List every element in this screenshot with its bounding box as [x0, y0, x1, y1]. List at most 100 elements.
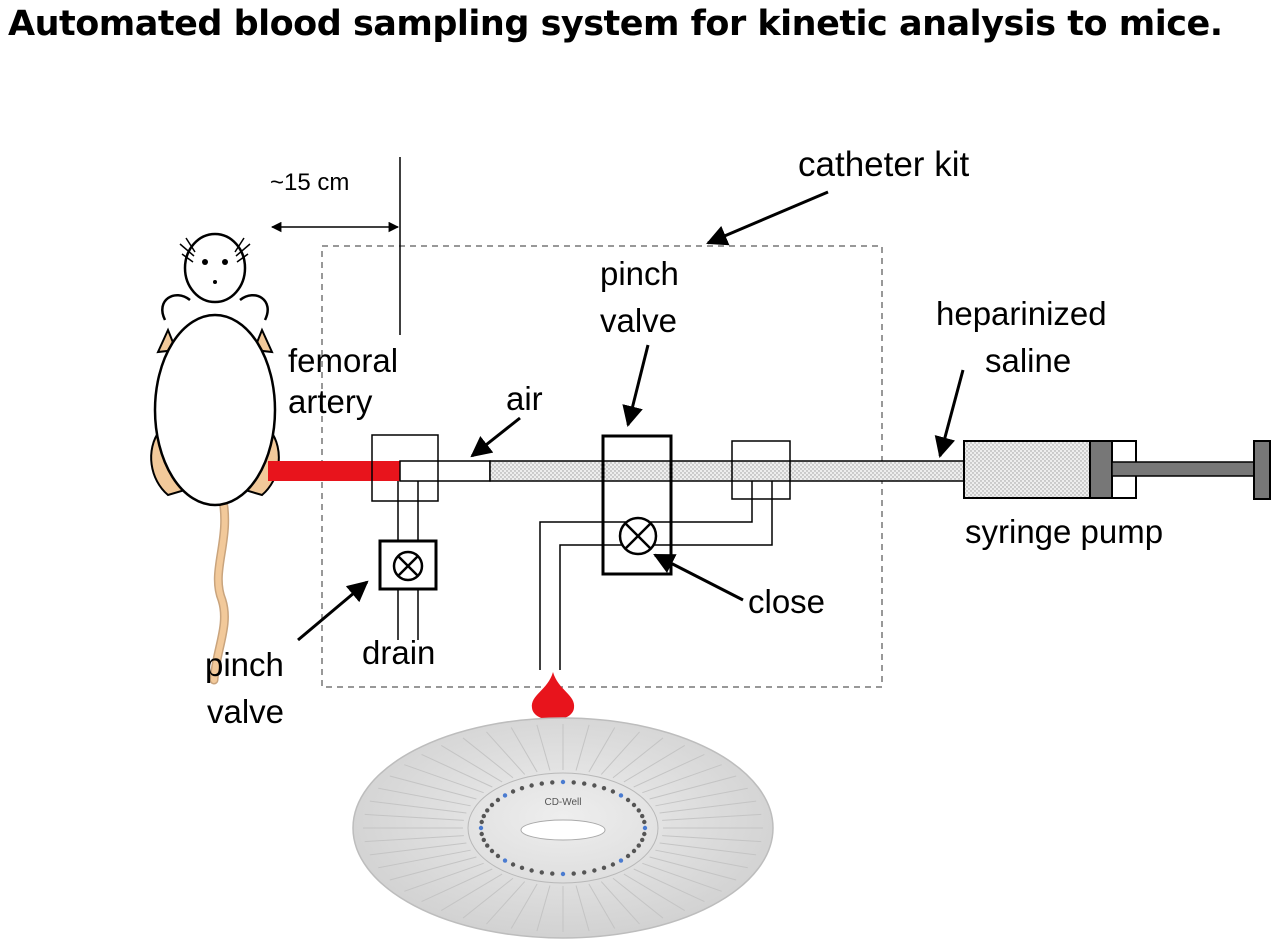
disk-spoke	[588, 727, 616, 773]
disk-spoke	[612, 877, 664, 919]
disk-well	[571, 871, 576, 876]
center-pinch-valve	[601, 434, 673, 576]
disk-well	[582, 870, 587, 875]
disk-spoke	[649, 856, 737, 881]
disk-well	[495, 797, 501, 803]
disk-well	[610, 789, 616, 794]
disk-spoke	[633, 868, 705, 902]
disk-well	[571, 780, 576, 785]
disk-spoke	[369, 800, 467, 814]
disk-well	[485, 808, 490, 813]
disk-well	[529, 868, 534, 873]
disk-spoke	[612, 737, 664, 779]
disk-spoke	[655, 787, 748, 807]
disk-well	[478, 825, 484, 831]
disk-well	[625, 797, 631, 803]
drain-pinch-valve	[378, 539, 438, 591]
disk-spoke	[364, 813, 464, 821]
disk-well	[502, 793, 508, 798]
disk-spoke	[378, 849, 471, 869]
air-label: air	[506, 380, 543, 417]
disk-well	[510, 789, 516, 794]
disk-well	[539, 781, 544, 786]
syringe-pump-label: syringe pump	[965, 513, 1163, 550]
disk-well	[485, 843, 490, 848]
page-title: Automated blood sampling system for kine…	[8, 4, 1223, 44]
catheter-kit-label: catheter kit	[798, 145, 969, 184]
disk-spoke	[575, 885, 590, 932]
disk-well	[519, 865, 525, 871]
disk-spoke	[421, 754, 493, 788]
disk-well	[601, 785, 607, 791]
disk-spoke	[662, 835, 762, 843]
disk-well	[592, 783, 597, 788]
disk-well	[550, 780, 555, 785]
disk-well	[550, 871, 555, 876]
disk-well	[631, 848, 637, 854]
disk-well	[489, 848, 495, 854]
disk-spoke	[600, 881, 640, 925]
disk-well	[631, 802, 637, 808]
disk-spoke	[389, 775, 477, 800]
disk-spoke	[600, 731, 640, 775]
disk-spoke	[462, 877, 514, 919]
disk-wells	[363, 724, 763, 932]
drain-connector	[371, 434, 439, 502]
disk-spoke	[378, 787, 471, 807]
disk-spoke	[510, 727, 538, 773]
annotation-arrows	[297, 190, 965, 642]
syringe-pump	[963, 440, 1271, 500]
heparinized-label-1: heparinized	[936, 295, 1107, 332]
disk-well	[502, 858, 508, 863]
disk-well	[495, 853, 501, 859]
disk-spoke	[510, 883, 538, 929]
disk-spoke	[575, 724, 590, 771]
disk-well	[636, 843, 641, 848]
disk-spoke	[655, 849, 748, 869]
disk-spoke	[633, 754, 705, 788]
distance-marker: ~15 cm	[270, 157, 401, 335]
disk-well	[481, 813, 486, 819]
disk-spoke	[642, 764, 722, 794]
disk-brand-label: CD-Well	[544, 797, 581, 808]
disk-well	[618, 793, 624, 798]
disk-spoke	[486, 881, 526, 925]
disk-spoke	[486, 731, 526, 775]
disk-spoke	[623, 745, 686, 783]
disk-well	[560, 871, 566, 877]
disk-well	[489, 802, 495, 808]
disk-spoke	[462, 737, 514, 779]
catheter-kit-box	[321, 245, 883, 688]
distance-label: ~15 cm	[270, 169, 349, 196]
pinch-valve-bottom-label-2: valve	[207, 693, 284, 730]
disk-well	[529, 783, 534, 788]
blood-drop	[531, 672, 575, 720]
disk-spoke	[421, 868, 493, 902]
disk-well	[539, 870, 544, 875]
disk-well	[610, 862, 616, 867]
disk-spoke	[659, 842, 757, 856]
disk-spoke	[649, 775, 737, 800]
close-label: close	[748, 583, 825, 620]
disk-spoke	[536, 724, 551, 771]
disk-spoke	[364, 835, 464, 843]
disk-spoke	[588, 883, 616, 929]
right-connector	[731, 440, 791, 500]
disk-spoke	[404, 862, 484, 892]
disk-well	[642, 831, 647, 837]
disk-well	[560, 779, 566, 785]
disk-well	[479, 819, 484, 825]
disk-spoke	[404, 764, 484, 794]
disk-spoke	[659, 800, 757, 814]
disk-well	[642, 825, 648, 831]
sample-disk: CD-Well	[352, 717, 774, 939]
close-valve	[618, 516, 658, 556]
disk-well	[618, 858, 624, 863]
disk-spoke	[389, 856, 477, 881]
disk-spoke	[623, 873, 686, 911]
disk-well	[510, 862, 516, 867]
femoral-label-2: artery	[288, 383, 373, 420]
disk-well	[592, 868, 597, 873]
disk-spoke	[662, 813, 762, 821]
